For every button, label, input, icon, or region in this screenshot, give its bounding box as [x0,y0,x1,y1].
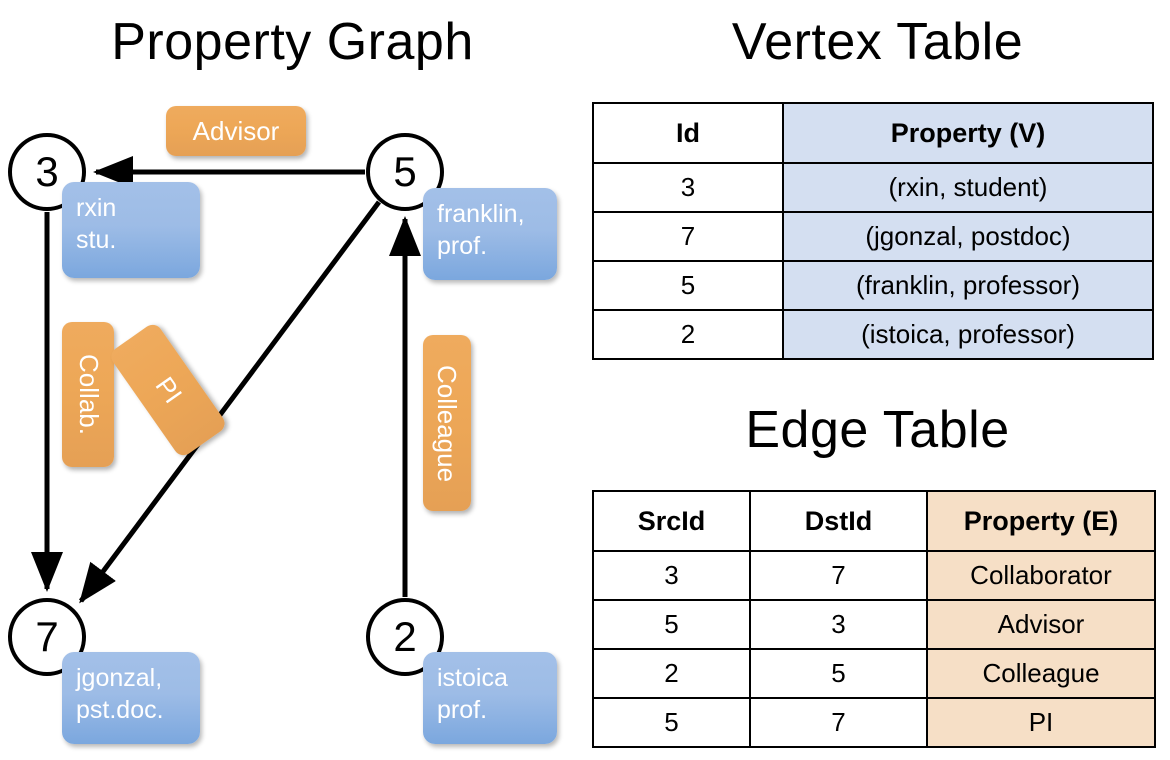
table-row: 7 (jgonzal, postdoc) [592,211,1154,262]
graph-edge-lines [31,156,421,604]
edge-label-advisor: Advisor [166,106,306,156]
vertex-table-header-property: Property (V) [782,102,1154,164]
edge-cell-property: Advisor [926,599,1156,650]
vertex-cell-id: 7 [592,211,784,262]
table-row: 3 7 Collaborator [592,550,1156,601]
table-header-row: Id Property (V) [592,102,1154,164]
edge-label-colleague: Colleague [423,335,471,511]
edge-label-advisor-text: Advisor [192,115,280,146]
edge-label-colleague-text: Colleague [432,364,463,482]
edge-label-pi-text: PI [149,371,188,409]
vertex-table-header-id: Id [592,102,784,164]
node-property-line-2: pst.doc. [76,696,164,724]
edge-cell-dstid: 3 [749,599,928,650]
graph-node-5[interactable]: 5 [366,133,444,211]
table-row: 3 (rxin, student) [592,162,1154,213]
table-row: 2 (istoica, professor) [592,309,1154,360]
edge-line-5-to-7 [78,200,382,604]
edge-table-header-srcid: SrcId [592,490,751,552]
table-row: 5 3 Advisor [592,599,1156,650]
node-property-line-1: jgonzal, [76,664,163,692]
edge-label-collab: Collab. [62,322,114,467]
page-title-property-graph: Property Graph [111,13,474,71]
edge-cell-dstid: 7 [749,697,928,748]
edge-cell-srcid: 5 [592,697,751,748]
vertex-cell-property: (jgonzal, postdoc) [782,211,1154,262]
edge-table-header-dstid: DstId [749,490,928,552]
vertex-cell-id: 3 [592,162,784,213]
vertex-cell-property: (rxin, student) [782,162,1154,213]
edge-cell-property: Collaborator [926,550,1156,601]
vertex-cell-property: (istoica, professor) [782,309,1154,360]
edge-table: SrcId DstId Property (E) 3 7 Collaborato… [592,490,1156,748]
node-property-line-2: prof. [437,696,488,724]
property-graph-diagram: 3 5 7 2 rxin stu. franklin, prof. jgonza… [8,106,557,744]
node-property-line-1: istoica [437,664,508,692]
edge-cell-dstid: 7 [749,550,928,601]
table-row: 2 5 Colleague [592,648,1156,699]
edge-table-header-property: Property (E) [926,490,1156,552]
vertex-cell-id: 2 [592,309,784,360]
edge-cell-property: PI [926,697,1156,748]
edge-cell-srcid: 3 [592,550,751,601]
node-property-box-2: istoica prof. [423,652,557,744]
edge-cell-srcid: 2 [592,648,751,699]
edge-cell-dstid: 5 [749,648,928,699]
graph-node-2[interactable]: 2 [366,598,444,676]
page-title-vertex-table: Vertex Table [731,13,1024,71]
node-property-box-7: jgonzal, pst.doc. [62,652,200,744]
node-property-line-2: prof. [437,232,488,260]
node-property-line-1: franklin, [437,200,525,228]
vertex-table: Id Property (V) 3 (rxin, student) 7 (jgo… [592,102,1154,360]
edge-cell-property: Colleague [926,648,1156,699]
page-title-edge-table: Edge Table [745,401,1010,459]
table-row: 5 7 PI [592,697,1156,748]
node-property-line-2: stu. [76,226,117,254]
edge-cell-srcid: 5 [592,599,751,650]
vertex-cell-property: (franklin, professor) [782,260,1154,311]
table-row: 5 (franklin, professor) [592,260,1154,311]
node-property-box-3: rxin stu. [62,182,200,278]
vertex-cell-id: 5 [592,260,784,311]
edge-label-collab-text: Collab. [73,354,104,435]
table-header-row: SrcId DstId Property (E) [592,490,1156,552]
node-property-line-1: rxin [76,194,117,222]
node-property-box-5: franklin, prof. [423,188,557,280]
